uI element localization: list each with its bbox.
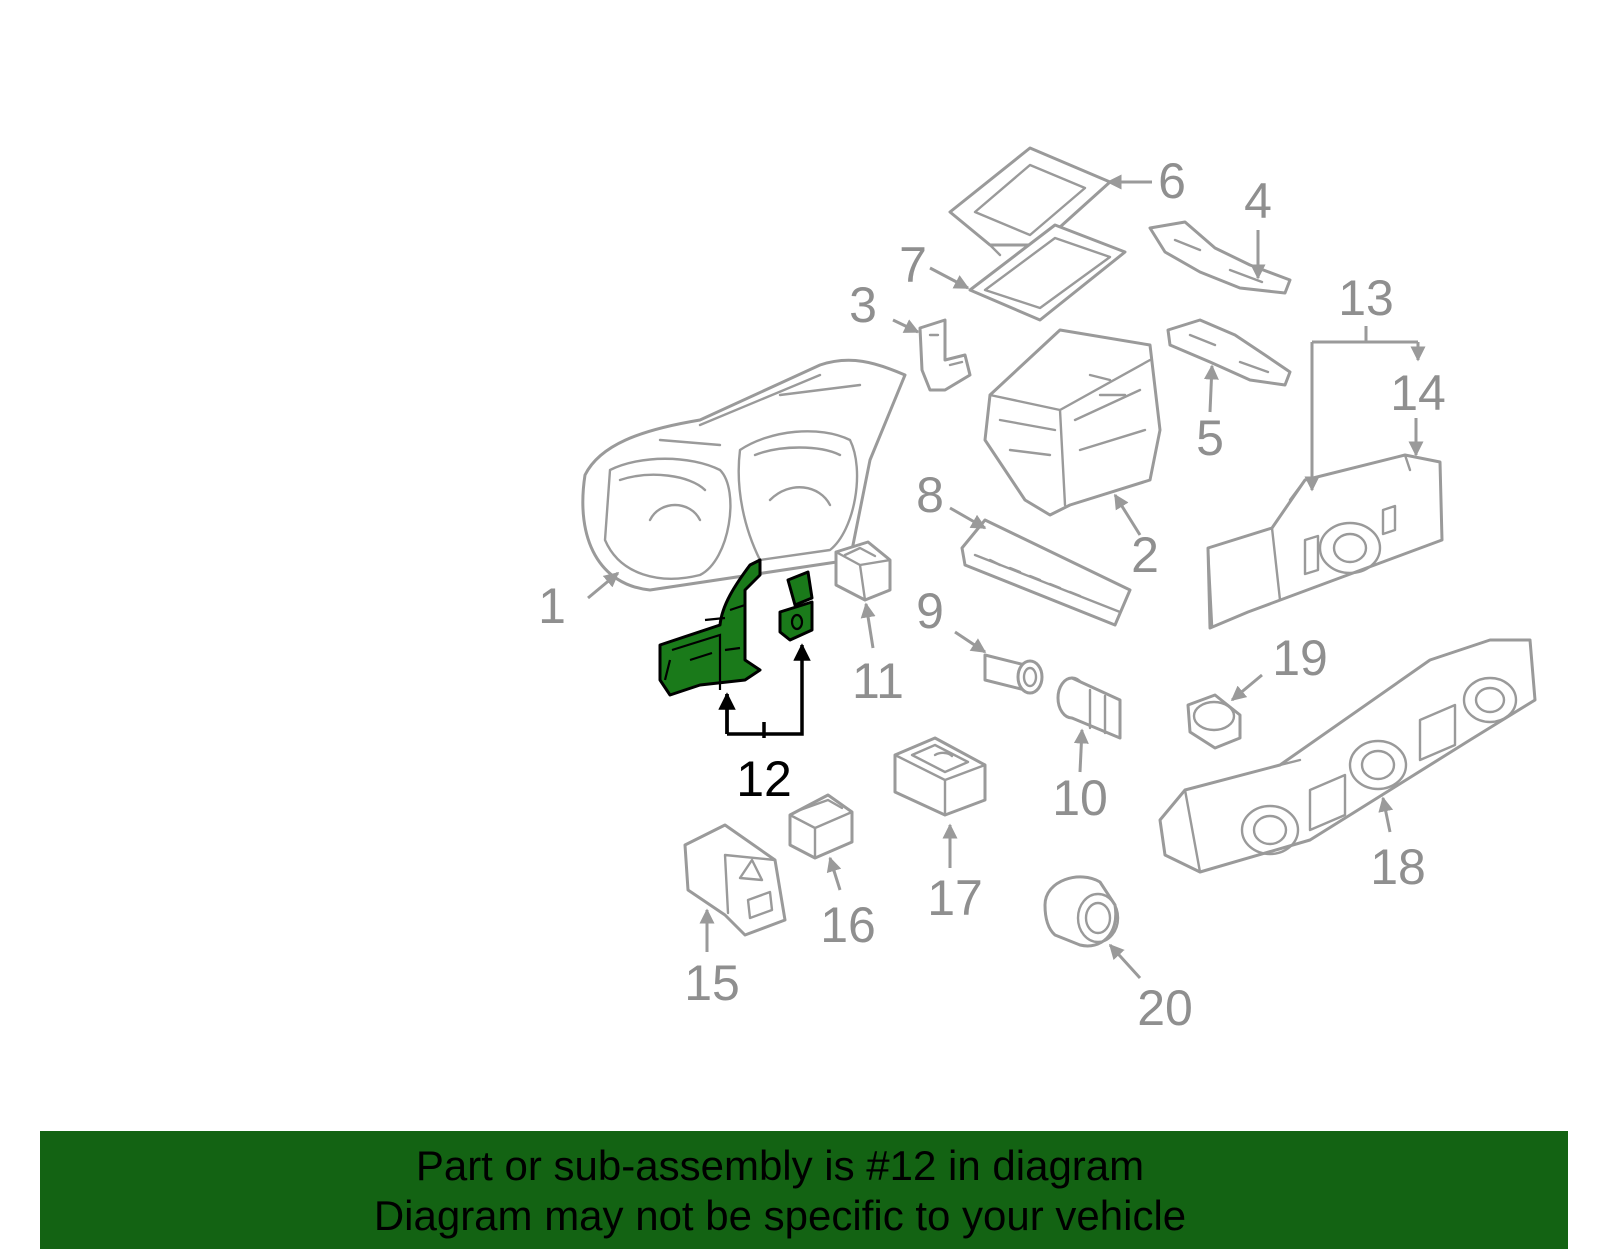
part-1-instrument-cluster: [581, 358, 907, 592]
svg-text:16: 16: [820, 897, 876, 953]
part-20-start-button: [1043, 875, 1120, 948]
svg-text:13: 13: [1338, 270, 1394, 326]
callout-6: 6: [1106, 153, 1186, 209]
callout-20: 20: [1108, 943, 1193, 1036]
callout-15: 15: [684, 908, 740, 1011]
part-17-window-switch: [893, 736, 987, 817]
svg-text:1: 1: [538, 578, 566, 634]
callout-3: 3: [849, 277, 920, 334]
part-15-switch-block: [683, 823, 787, 937]
callout-18: 18: [1370, 796, 1426, 895]
svg-text:17: 17: [927, 870, 983, 926]
svg-text:3: 3: [849, 277, 877, 333]
callout-14: 14: [1390, 365, 1446, 457]
callout-10: 10: [1052, 728, 1108, 826]
footer-part-note: Part or sub-assembly is #12 in diagram: [415, 1142, 1145, 1189]
part-11-small-switch: [834, 540, 892, 602]
callout-17: 17: [927, 823, 983, 926]
svg-text:11: 11: [852, 653, 904, 709]
callout-12: 12: [718, 645, 802, 807]
callout-19: 19: [1230, 630, 1328, 702]
svg-text:12: 12: [736, 751, 792, 807]
svg-text:8: 8: [916, 467, 944, 523]
svg-text:18: 18: [1370, 839, 1426, 895]
part-2-console-housing: [983, 328, 1162, 517]
callout-13: 13: [1304, 270, 1418, 492]
footer-disclaimer: Diagram may not be specific to your vehi…: [373, 1192, 1187, 1239]
part-7-gasket: [968, 223, 1127, 322]
callout-8: 8: [916, 467, 987, 530]
svg-text:14: 14: [1390, 365, 1446, 421]
part-3-bracket: [918, 318, 972, 392]
part-5-bracket-plate: [1166, 318, 1292, 387]
part-18-climate-control: [1158, 638, 1537, 874]
svg-text:2: 2: [1131, 527, 1159, 583]
svg-text:4: 4: [1244, 173, 1272, 229]
callout-11: 11: [852, 602, 904, 709]
callout-16: 16: [820, 856, 876, 953]
part-10-socket-housing: [1056, 676, 1122, 740]
svg-text:9: 9: [916, 583, 944, 639]
svg-text:10: 10: [1052, 770, 1108, 826]
svg-text:15: 15: [684, 955, 740, 1011]
part-9-socket: [983, 653, 1044, 695]
callout-1: 1: [538, 571, 620, 634]
callout-4: 4: [1244, 173, 1272, 280]
callout-9: 9: [916, 583, 987, 654]
part-16-switch: [788, 793, 854, 860]
svg-text:5: 5: [1196, 410, 1224, 466]
part-8-switch-panel: [960, 518, 1132, 627]
svg-text:7: 7: [899, 237, 927, 293]
footer-banner: Part or sub-assembly is #12 in diagram D…: [40, 1131, 1568, 1249]
svg-text:19: 19: [1272, 630, 1328, 686]
callout-2: 2: [1113, 493, 1159, 583]
part-19-knob: [1186, 693, 1242, 750]
svg-text:20: 20: [1137, 980, 1193, 1036]
part-4-bracket-plate: [1148, 220, 1292, 295]
callout-5: 5: [1196, 364, 1224, 466]
callout-7: 7: [899, 237, 970, 293]
svg-text:6: 6: [1158, 153, 1186, 209]
part-13-14-control-panel: [1206, 453, 1444, 630]
